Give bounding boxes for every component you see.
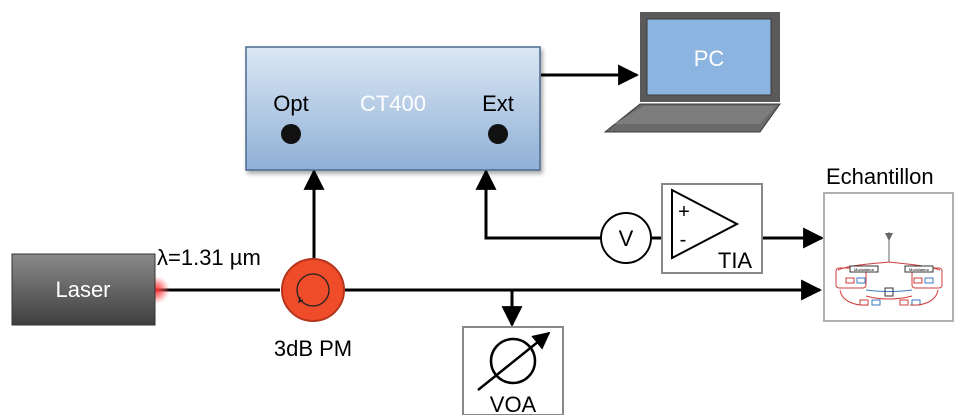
wire-v-to-ct400 [475, 168, 601, 240]
laser-source: Laser λ=1.31 µm [11, 245, 261, 326]
tia-label: TIA [718, 248, 753, 273]
ct400-port-ext[interactable] [488, 124, 508, 144]
chip-label-left: Modulateur [854, 267, 875, 272]
power-meter: 3dB PM [274, 258, 352, 361]
pm-label: 3dB PM [274, 336, 352, 361]
sample-label: Echantillon [826, 164, 934, 189]
pc-laptop: PC [603, 12, 781, 133]
voa-variable-arrow [477, 331, 551, 391]
voltmeter: V [600, 212, 652, 264]
laser-wavelength: λ=1.31 µm [157, 245, 261, 270]
pc-label: PC [694, 46, 725, 71]
ct400-unit: CT400 Opt Ext [245, 46, 541, 171]
voa-dial-icon [489, 337, 537, 385]
wires [155, 64, 825, 328]
sample-chip: Echantillon Modulateur Modulateur [823, 164, 954, 322]
ct400-title: CT400 [360, 91, 426, 116]
chip-layout-icon: Modulateur Modulateur [835, 232, 943, 306]
tia-minus: - [680, 229, 687, 251]
pm-rotation-icon [296, 273, 330, 307]
voa-label: VOA [490, 392, 537, 415]
tia-amplifier-icon [671, 188, 740, 260]
chip-modulator-left [849, 265, 879, 273]
tia-plus: + [678, 201, 690, 223]
pm-rotation-arrow [298, 296, 304, 304]
ct400-port-opt-label: Opt [273, 91, 308, 116]
voltmeter-label: V [619, 226, 634, 251]
ct400-port-ext-label: Ext [482, 91, 514, 116]
voa-unit: VOA [462, 326, 564, 415]
ct400-port-opt[interactable] [281, 124, 301, 144]
pc-keyboard-top [614, 106, 776, 124]
chip-label-right: Modulateur [909, 267, 930, 272]
laser-label: Laser [55, 277, 110, 302]
chip-modulator-right [904, 265, 934, 273]
pc-screen [646, 18, 772, 96]
tia-unit: + - TIA [661, 183, 763, 274]
